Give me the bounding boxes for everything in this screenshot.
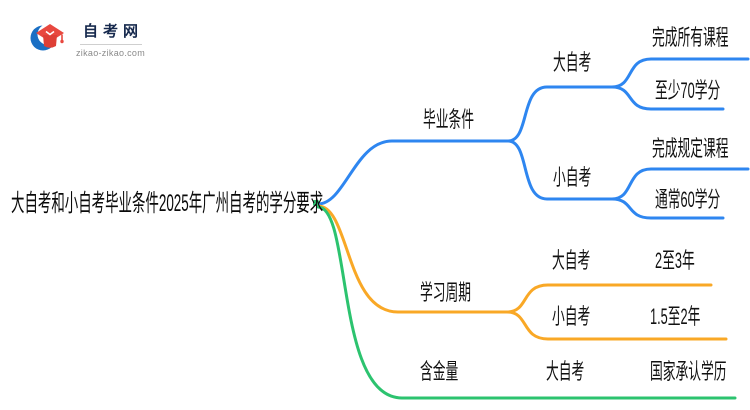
- node-sp-small-self-exam[interactable]: 小自考: [552, 304, 591, 329]
- node-gc-small-self-exam[interactable]: 小自考: [553, 165, 592, 190]
- leaf-complete-all-courses[interactable]: 完成所有课程: [652, 25, 729, 50]
- leaf-1-5-to-2-years[interactable]: 1.5至2年: [650, 304, 701, 329]
- logo-site-name: 自考网: [83, 23, 144, 40]
- logo-divider: [79, 43, 142, 45]
- node-value[interactable]: 含金量: [420, 359, 459, 384]
- link-small-exam-to-usually-60-credits: [610, 197, 725, 220]
- root-node-title[interactable]: 大自考和小自考毕业条件2025年广州自考的学分要求: [11, 190, 324, 217]
- link-big-exam-to-min-70-credits: [610, 85, 725, 111]
- link-sp-to-small-exam: [505, 310, 728, 341]
- node-study-period[interactable]: 学习周期: [420, 280, 472, 305]
- link-big-exam-to-complete-all-courses: [610, 57, 750, 89]
- logo-site-url: zikao-zikao.com: [76, 47, 146, 58]
- leaf-usually-60-credits[interactable]: 通常60学分: [655, 187, 721, 212]
- root-anchor-dot: [313, 200, 319, 206]
- node-v-big-self-exam[interactable]: 大自考: [546, 359, 585, 384]
- link-small-exam-to-required-courses: [610, 167, 750, 201]
- leaf-state-recognized-diploma[interactable]: 国家承认学历: [650, 359, 727, 384]
- node-gc-big-self-exam[interactable]: 大自考: [553, 50, 592, 75]
- link-root-to-value: [316, 205, 737, 400]
- leaf-min-70-credits[interactable]: 至少70学分: [655, 78, 721, 103]
- link-root-to-graduation-conditions: [316, 139, 510, 206]
- link-sp-to-big-exam: [505, 283, 713, 314]
- leaf-2-to-3-years[interactable]: 2至3年: [655, 248, 695, 273]
- graduation-cap-icon: [30, 24, 64, 51]
- site-logo: 自考网 zikao-zikao.com: [30, 22, 145, 58]
- link-gc-to-small-exam: [506, 139, 614, 201]
- node-sp-big-self-exam[interactable]: 大自考: [552, 248, 591, 273]
- node-graduation-conditions[interactable]: 毕业条件: [423, 107, 475, 132]
- leaf-complete-required-courses[interactable]: 完成规定课程: [652, 136, 729, 161]
- link-gc-to-big-exam: [506, 85, 614, 143]
- link-root-to-study-period: [316, 204, 509, 314]
